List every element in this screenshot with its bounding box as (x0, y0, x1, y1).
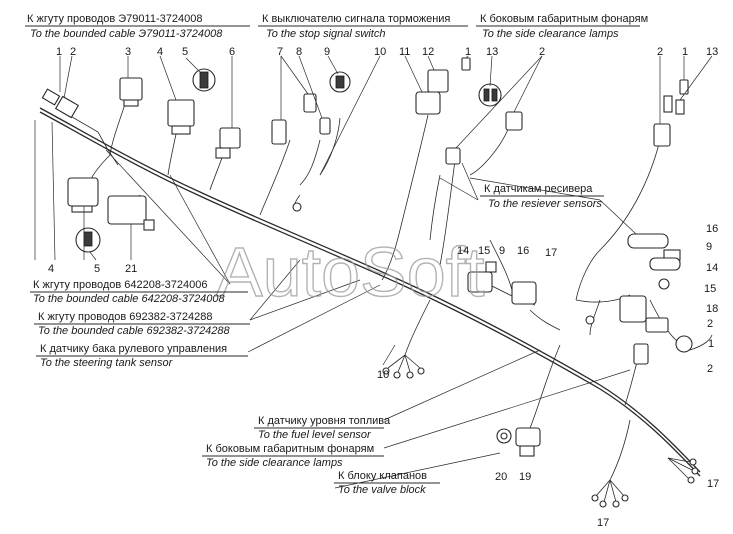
callout-20: 20 (495, 471, 507, 483)
callout-4-left: 4 (48, 263, 54, 275)
label-receiver-ru: К датчикам ресивера (484, 183, 593, 195)
receiver-sensor-16 (627, 233, 681, 261)
callout-9-right: 9 (706, 241, 712, 253)
label-cable-642208-ru: К жгуту проводов 642208-3724006 (33, 279, 207, 291)
label-stop-switch-en: To the stop signal switch (266, 28, 385, 40)
label-side-lamps-top-ru: К боковым габаритным фонарям (480, 13, 648, 25)
callout-2-right: 2 (707, 318, 713, 330)
callout-6: 6 (229, 46, 235, 58)
callout-16-mid: 16 (517, 245, 529, 257)
connector-4-left (67, 177, 99, 213)
label-side-lamps-bottom-en: To the side clearance lamps (206, 457, 343, 469)
callout-12: 12 (422, 46, 434, 58)
callout-17-bottom-right: 17 (707, 478, 719, 490)
harness-trunk (39, 107, 701, 477)
components (41, 57, 699, 508)
callout-9-mid: 9 (499, 245, 505, 257)
label-cable-e79011-en: To the bounded cable Э79011-3724008 (30, 28, 223, 40)
connector-19 (515, 427, 541, 457)
callout-3: 3 (125, 46, 131, 58)
callout-16-right: 16 (706, 223, 718, 235)
ring-terminals-10 (382, 354, 425, 379)
connector-1-2 (41, 88, 80, 119)
callout-2c: 2 (657, 46, 663, 58)
callout-10: 10 (374, 46, 386, 58)
receiver-sensor-18 (619, 295, 669, 333)
connector-2-right (653, 123, 671, 147)
callout-1-right: 1 (708, 338, 714, 350)
connector-4-top (167, 99, 195, 135)
watermark: AutoSoft (216, 233, 485, 311)
label-side-lamps-top-en: To the side clearance lamps (482, 28, 619, 40)
small-terminal-10 (292, 202, 302, 212)
callout-2b-right: 2 (707, 363, 713, 375)
label-fuel-ru: К датчику уровня топлива (258, 415, 391, 427)
callout-19: 19 (519, 471, 531, 483)
terminal-5-top (192, 68, 216, 92)
terminal-1-right (679, 79, 689, 95)
callout-5: 5 (182, 46, 188, 58)
label-cable-692382-ru: К жгуту проводов 692382-3724288 (38, 311, 212, 323)
leader-lines (34, 55, 713, 489)
terminal-9-top (329, 71, 351, 93)
sensor-group-middle (467, 261, 537, 305)
callout-1: 1 (56, 46, 62, 58)
callout-1c: 1 (682, 46, 688, 58)
connector-11-12 (415, 69, 449, 115)
connector-21 (107, 195, 155, 231)
connector-2-mid (445, 111, 523, 165)
ring-20 (496, 428, 512, 444)
callout-11: 11 (399, 46, 410, 58)
callout-14-right: 14 (706, 262, 718, 274)
callout-17-mid: 17 (545, 247, 557, 259)
callout-18-right: 18 (706, 303, 718, 315)
label-cable-642208-en: To the bounded cable 642208-3724008 (33, 293, 226, 305)
label-fuel-en: To the fuel level sensor (258, 429, 372, 441)
callout-4: 4 (157, 46, 163, 58)
receiver-sensor-14 (649, 257, 681, 290)
label-cable-692382-en: To the bounded cable 692382-3724288 (38, 325, 231, 337)
callout-15-mid: 15 (478, 245, 490, 257)
callout-7: 7 (277, 46, 283, 58)
ring-terminals-17-right (667, 457, 699, 484)
callout-15-right: 15 (704, 283, 716, 295)
label-steering-en: To the steering tank sensor (40, 357, 174, 369)
label-valve-ru: К блоку клапанов (338, 470, 427, 482)
callout-8: 8 (296, 46, 302, 58)
callout-13: 13 (486, 46, 498, 58)
small-terminal-17-mid (585, 315, 595, 325)
connector-2-lower (633, 343, 649, 365)
label-receiver-en: To the resiever sensors (488, 198, 602, 210)
terminal-1-lower-right (675, 335, 693, 353)
callout-9: 9 (324, 46, 330, 58)
terminal-13-top (478, 83, 502, 107)
callout-2: 2 (70, 46, 76, 58)
connector-8 (303, 93, 331, 135)
ring-terminals-17-bottom (591, 479, 629, 508)
terminal-1-top (461, 57, 471, 71)
terminal-5-left (75, 227, 101, 253)
callout-17-bottom: 17 (597, 517, 609, 529)
callout-14-mid: 14 (457, 245, 469, 257)
callout-10-bottom: 10 (377, 369, 389, 381)
callout-13b: 13 (706, 46, 718, 58)
label-valve-en: To the valve block (338, 484, 426, 496)
callout-2b: 2 (539, 46, 545, 58)
connector-6 (215, 127, 241, 159)
label-stop-switch-ru: К выключателю сигнала торможения (262, 13, 450, 25)
text-labels: К жгуту проводов Э79011-3724008 To the b… (25, 13, 648, 496)
callout-1b: 1 (465, 46, 471, 58)
connector-3 (119, 77, 143, 107)
label-cable-e79011-ru: К жгуту проводов Э79011-3724008 (27, 13, 202, 25)
label-side-lamps-bottom-ru: К боковым габаритным фонарям (206, 443, 374, 455)
connector-7 (271, 119, 287, 145)
callout-numbers: 1 2 3 4 5 6 7 8 9 10 11 12 1 13 2 2 1 13… (48, 46, 719, 529)
callout-5-left: 5 (94, 263, 100, 275)
label-steering-ru: К датчику бака рулевого управления (40, 343, 227, 355)
callout-21: 21 (125, 263, 137, 275)
